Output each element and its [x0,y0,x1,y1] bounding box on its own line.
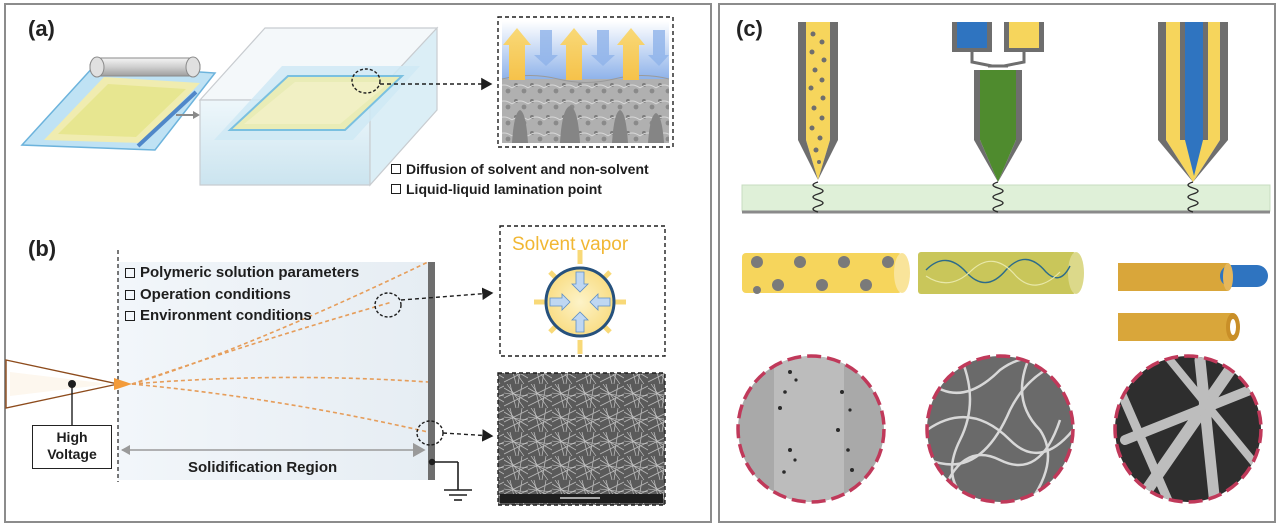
transfer-arrow-icon [176,111,200,119]
panel-a-label: (a) [28,16,55,41]
coaxial-nozzle [1158,22,1228,182]
embedded-fiber-model [918,252,1084,294]
sem-porous-fiber [736,354,886,504]
casting-roller [89,56,201,78]
collector-plate [428,262,458,480]
side-by-side-nozzle [952,22,1044,182]
note-operation: Operation conditions [125,286,291,303]
ground-icon [444,462,472,501]
note-diffusion: Diffusion of solvent and non-solvent [391,161,649,177]
fiber-callout [416,420,494,446]
solidification-region [117,250,430,482]
blend-nozzle [798,22,838,180]
core-shell-fiber-model [1118,263,1268,341]
checkbox-icon [125,310,135,321]
lamination-point-callout [351,68,493,94]
region-dimension-arrow [121,442,426,458]
sem-fibrous-network [925,354,1075,504]
checkbox-icon [391,164,401,174]
high-voltage-box: High Voltage [32,425,112,469]
solvent-vapor-inset [499,225,666,357]
sem-coaxial-fibers [1113,354,1263,504]
note-lamination: Liquid-liquid lamination point [391,181,602,197]
diffusion-inset [497,16,674,148]
solidification-region-label: Solidification Region [188,459,338,476]
casting-plate [20,64,217,151]
sem-fiber-inset [497,372,666,506]
checkbox-icon [125,289,135,300]
spinneret [5,359,132,425]
note-environment: Environment conditions [125,307,312,324]
solvent-vapor-label: Solvent vapor [512,234,629,255]
coagulation-bath [198,26,439,187]
collector-strip [741,181,1271,214]
note-polymeric: Polymeric solution parameters [125,264,359,281]
panel-b-label: (b) [28,236,57,261]
panel-c-label: (c) [736,16,763,41]
blend-fiber-model [742,253,910,294]
electrospinning-jets [131,261,429,433]
vapor-callout [374,287,494,318]
checkbox-icon [125,267,135,278]
checkbox-icon [391,184,401,194]
